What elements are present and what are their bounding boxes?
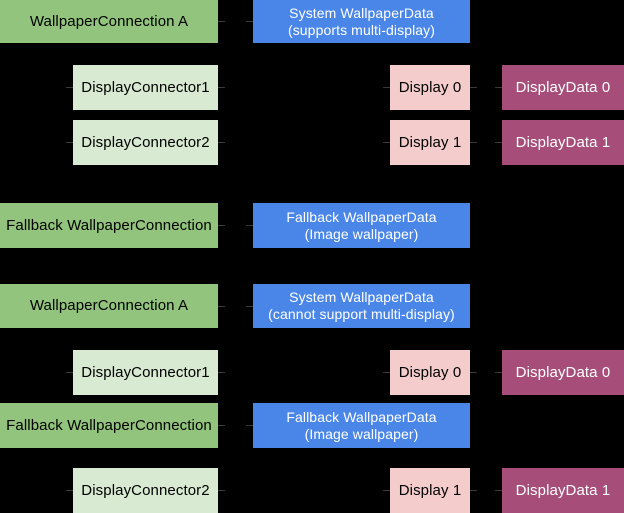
node-displayconnector1-bottom[interactable]: DisplayConnector1 (73, 350, 218, 395)
node-fallback-wallpaperconnection-2[interactable]: Fallback WallpaperConnection (0, 403, 218, 448)
node-label: DisplayData 1 (515, 481, 611, 499)
node-label: DisplayConnector2 (81, 133, 210, 151)
node-label: DisplayConnector1 (81, 78, 210, 96)
node-label: System WallpaperData (supports multi-dis… (287, 4, 436, 38)
connector-line (470, 87, 477, 88)
connector-line (218, 225, 225, 226)
connector-line (246, 306, 253, 307)
node-label: DisplayConnector1 (81, 363, 210, 381)
connector-line (495, 87, 502, 88)
connector-line (383, 142, 390, 143)
node-label: DisplayData 0 (515, 78, 611, 96)
node-label: Fallback WallpaperConnection (6, 416, 212, 434)
node-fallback-wallpaperdata-2[interactable]: Fallback WallpaperData (Image wallpaper) (253, 403, 470, 448)
node-label: Fallback WallpaperData (Image wallpaper) (286, 208, 437, 242)
connector-line (218, 372, 225, 373)
connector-line (495, 142, 502, 143)
node-wallpaper-connection-a-mid[interactable]: WallpaperConnection A (0, 284, 218, 328)
node-fallback-wallpaperconnection-1[interactable]: Fallback WallpaperConnection (0, 203, 218, 248)
connector-line (218, 306, 225, 307)
node-label: WallpaperConnection A (29, 12, 189, 30)
node-label: Display 0 (398, 363, 462, 381)
connector-line (383, 490, 390, 491)
connector-line (383, 372, 390, 373)
node-displayconnector1-top[interactable]: DisplayConnector1 (73, 65, 218, 110)
connector-line (246, 21, 253, 22)
node-label: Display 1 (398, 133, 462, 151)
node-displayconnector2-bottom[interactable]: DisplayConnector2 (73, 468, 218, 513)
node-displaydata-0-bottom[interactable]: DisplayData 0 (502, 350, 624, 395)
node-display-0-top[interactable]: Display 0 (390, 65, 470, 110)
node-displayconnector2-top[interactable]: DisplayConnector2 (73, 120, 218, 165)
node-label: WallpaperConnection A (29, 297, 189, 315)
node-displaydata-1-top[interactable]: DisplayData 1 (502, 120, 624, 165)
connector-line (383, 87, 390, 88)
node-label: Fallback WallpaperData (Image wallpaper) (286, 408, 437, 442)
node-displaydata-0-top[interactable]: DisplayData 0 (502, 65, 624, 110)
connector-line (66, 142, 73, 143)
connector-line (218, 87, 225, 88)
node-label: Fallback WallpaperConnection (6, 216, 212, 234)
connector-line (66, 490, 73, 491)
node-label: DisplayConnector2 (81, 481, 210, 499)
node-label: Display 1 (398, 481, 462, 499)
connector-line (470, 142, 477, 143)
node-fallback-wallpaperdata-1[interactable]: Fallback WallpaperData (Image wallpaper) (253, 203, 470, 248)
node-displaydata-1-bottom[interactable]: DisplayData 1 (502, 468, 624, 513)
node-wallpaper-connection-a-top[interactable]: WallpaperConnection A (0, 0, 218, 43)
node-display-1-bottom[interactable]: Display 1 (390, 468, 470, 513)
node-label: DisplayData 1 (515, 133, 611, 151)
connector-line (218, 142, 225, 143)
node-label: System WallpaperData (cannot support mul… (268, 289, 455, 322)
node-system-wallpaperdata-cannot[interactable]: System WallpaperData (cannot support mul… (253, 284, 470, 328)
connector-line (66, 87, 73, 88)
node-system-wallpaperdata-supports[interactable]: System WallpaperData (supports multi-dis… (253, 0, 470, 43)
connector-line (218, 425, 225, 426)
connector-line (218, 490, 225, 491)
connector-line (66, 372, 73, 373)
connector-line (246, 225, 253, 226)
node-label: Display 0 (398, 78, 462, 96)
node-display-0-bottom[interactable]: Display 0 (390, 350, 470, 395)
connector-line (495, 490, 502, 491)
node-label: DisplayData 0 (515, 363, 611, 381)
connector-line (246, 425, 253, 426)
connector-line (495, 372, 502, 373)
connector-line (470, 490, 477, 491)
connector-line (218, 21, 225, 22)
connector-line (470, 372, 477, 373)
node-display-1-top[interactable]: Display 1 (390, 120, 470, 165)
